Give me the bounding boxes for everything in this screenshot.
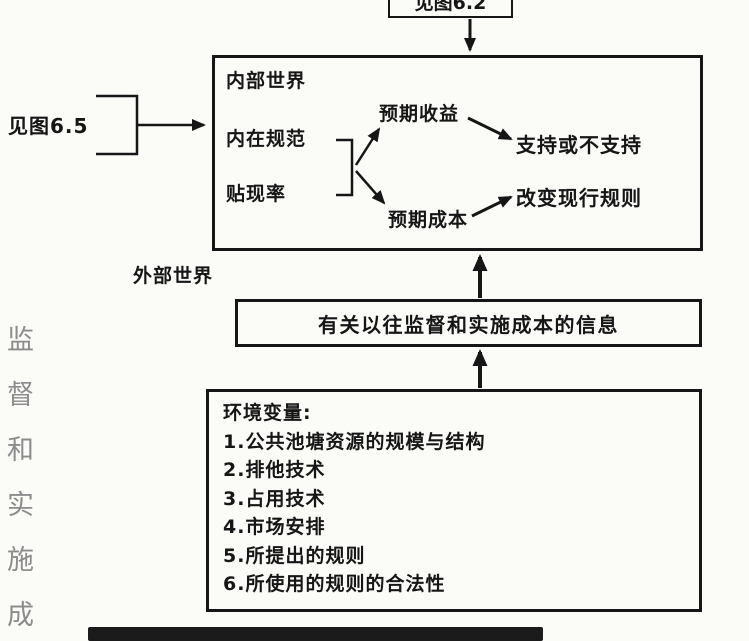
internal-norms-label: 内在规范 — [226, 128, 307, 150]
past-costs-info-box: 有关以往监督和实施成本的信息 — [235, 299, 702, 347]
ref-box-fig-6-2: 见图6.2 — [388, 0, 513, 18]
env-item-6: 6.所使用的规则的合法性 — [223, 573, 446, 595]
ref-fig-6-5-label: 见图6.5 — [8, 114, 89, 138]
past-costs-info-label: 有关以往监督和实施成本的信息 — [318, 312, 619, 337]
cut-off-caption-strip — [88, 627, 543, 641]
internal-world-title: 内部世界 — [226, 70, 307, 92]
side-char-5: 施 — [7, 545, 34, 576]
side-char-4: 实 — [7, 490, 34, 521]
env-item-1: 1.公共池塘资源的规模与结构 — [223, 430, 486, 453]
env-item-3: 3.占用技术 — [223, 487, 326, 510]
internal-world-box — [212, 55, 703, 251]
env-box-title: 环境变量: — [223, 402, 312, 424]
ref-fig-6-2-label: 见图6.2 — [414, 0, 487, 14]
expected-costs-label: 预期成本 — [388, 209, 469, 231]
external-world-label: 外部世界 — [133, 265, 214, 287]
environment-variables-box: 环境变量: 1.公共池塘资源的规模与结构 2.排他技术 3.占用技术 4.市场安… — [206, 389, 702, 612]
expected-benefits-label: 预期收益 — [379, 103, 460, 125]
side-char-1: 监 — [7, 325, 34, 356]
side-char-3: 和 — [7, 435, 34, 466]
outcome-change-label: 改变现行规则 — [516, 186, 642, 210]
outcome-support-label: 支持或不支持 — [516, 133, 642, 157]
discount-rate-label: 贴现率 — [226, 183, 287, 205]
env-item-2: 2.排他技术 — [223, 459, 326, 481]
side-char-2: 督 — [7, 380, 34, 411]
side-char-6: 成 — [7, 600, 34, 631]
env-item-5: 5.所提出的规则 — [223, 544, 366, 567]
env-item-4: 4.市场安排 — [223, 516, 326, 538]
side-vertical-title: 监 督 和 实 施 成 本 — [7, 318, 34, 641]
